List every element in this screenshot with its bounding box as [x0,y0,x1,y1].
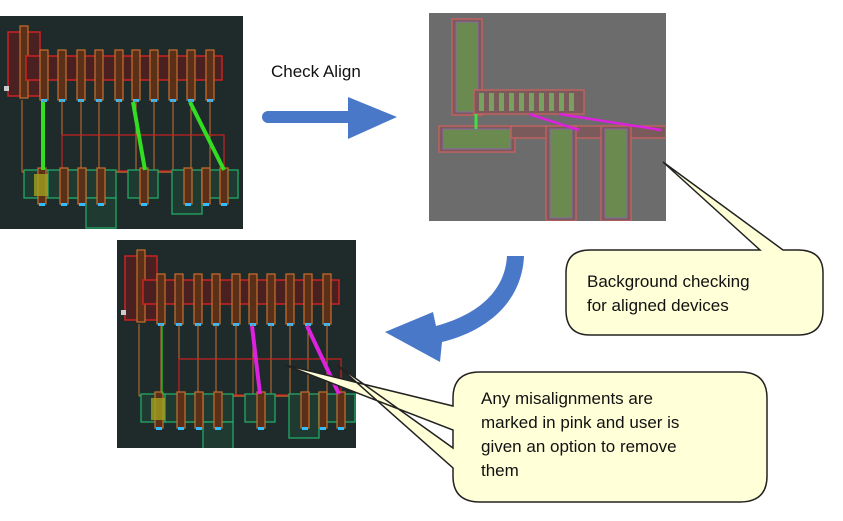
curved-arrow-icon [385,256,524,362]
callout-background-line-2: for aligned devices [587,296,729,315]
callout-background-text: Background checking for aligned devices [587,270,750,318]
gate-finger [256,391,266,429]
gate-finger [322,273,332,325]
gate-finger [76,49,86,101]
misaligned-marker-line [528,112,580,132]
gate-finger [266,273,276,325]
contact [258,427,264,430]
gate-finger [194,391,204,429]
gate-finger [94,49,104,101]
contact [221,203,227,206]
gate-finger [59,167,69,205]
gate-finger [285,273,295,325]
callout-misalign-shape [284,364,768,503]
callout-misalign-line-4: them [481,461,519,480]
gate-finger [77,167,87,205]
callout-misalign-line-3: given an option to remove [481,437,677,456]
contact [79,203,85,206]
callout-misalign-text: Any misalignments are marked in pink and… [481,387,679,483]
finger [479,93,484,111]
finger [529,93,534,111]
misaligned-marker-line [558,112,662,132]
contact [61,203,67,206]
callout-misalign-line-2: marked in pink and user is [481,413,680,432]
contact [302,427,308,430]
finger [559,93,564,111]
gate-finger [213,391,223,429]
pin-marker [121,310,126,315]
misaligned-marker-line [250,325,262,395]
callout-misalign-line-1: Any misalignments are [481,389,653,408]
gate-finger [174,273,184,325]
bottom-left-device-inner [442,128,512,150]
aligned-guide-line [188,101,226,171]
finger [569,93,574,111]
contact [196,427,202,430]
contact [178,427,184,430]
check-align-label: Check Align [271,62,361,81]
contact [338,427,344,430]
gate-finger [211,273,221,325]
finger [539,93,544,111]
contact [185,203,191,206]
right-arrow-icon [262,97,397,139]
layout-panel-result [117,240,356,448]
vertical-device-inner [455,21,479,113]
layout-panel-original [0,16,243,229]
contact [320,427,326,430]
finger [489,93,494,111]
gate-finger [201,167,211,205]
gate-finger [149,49,159,101]
finger [499,93,504,111]
gate-finger [183,167,193,205]
label-marker [151,398,165,420]
contact [156,427,162,430]
gate-finger [131,49,141,101]
vertical-device-2-inner [549,128,573,219]
layout-panel-zoom [429,13,666,221]
layout-drawing-result [117,240,356,448]
aligned-guide-line [131,101,147,171]
layout-drawing-zoom [429,13,666,221]
pin-marker [4,86,9,91]
contact [98,203,104,206]
gate-finger [156,273,166,325]
finger [509,93,514,111]
gate-finger [193,273,203,325]
gate-finger [139,167,149,205]
gate-finger [39,49,49,101]
callout-background-line-1: Background checking [587,272,750,291]
gate-finger [57,49,67,101]
gate-finger [114,49,124,101]
gate-finger [248,273,258,325]
contact [203,203,209,206]
gate-finger [231,273,241,325]
gate-finger [219,167,229,205]
layout-drawing-original [0,16,243,229]
gate-finger [303,273,313,325]
vertical-device-3-inner [604,128,628,219]
gate-finger [96,167,106,205]
contact [39,203,45,206]
callout-background-shape [565,161,824,336]
device-block-bottom [202,421,234,448]
label-marker [34,174,48,196]
gate-finger [168,49,178,101]
gate-finger [186,49,196,101]
finger [519,93,524,111]
contact [215,427,221,430]
gate-finger [205,49,215,101]
contact [141,203,147,206]
finger [549,93,554,111]
gate-finger [176,391,186,429]
